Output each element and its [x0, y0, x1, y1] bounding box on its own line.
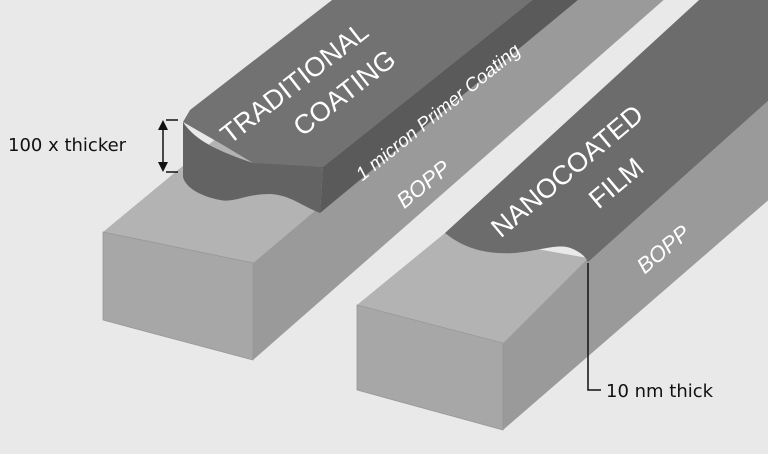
nanocoat-leader-line — [587, 263, 601, 391]
right-bopp-top-face — [357, 233, 588, 343]
thickness-arrow — [158, 119, 178, 173]
coating-side-face — [320, 0, 578, 213]
nanocoated-film-bar — [356, 0, 768, 431]
coating-front-face — [183, 122, 323, 213]
traditional-coating-bar — [102, 0, 664, 361]
thicker-callout: 100 x thicker — [8, 135, 127, 156]
right-bopp-side-face — [503, 100, 768, 430]
left-bopp-side-face — [253, 0, 664, 360]
left-bopp-front-face — [102, 231, 254, 361]
right-bopp-front-face — [356, 304, 504, 431]
thin-callout: 10 nm thick — [606, 381, 714, 402]
coating-top-face — [183, 0, 533, 167]
nanocoating-top-face — [445, 0, 768, 262]
